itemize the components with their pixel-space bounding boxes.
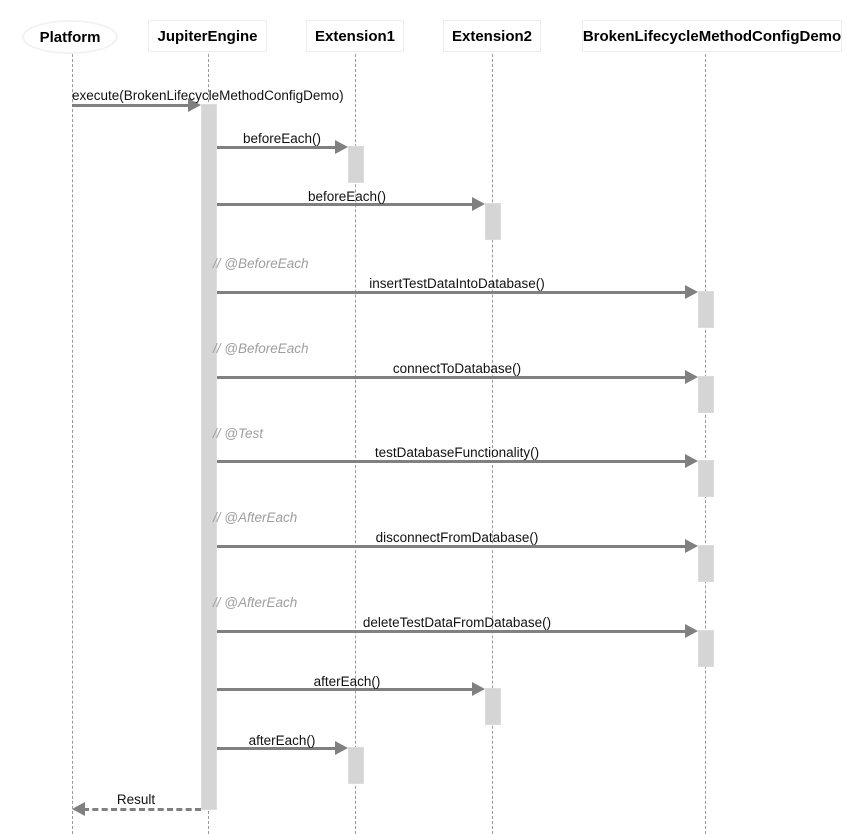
participant-ext1[interactable]: Extension1 — [306, 20, 404, 52]
lifeline-ext2 — [492, 54, 493, 834]
arrow-head-m6 — [685, 454, 698, 468]
note-n4: // @AfterEach — [213, 510, 298, 525]
message-label-m5: connectToDatabase() — [392, 361, 522, 376]
participant-label-platform: Platform — [39, 28, 101, 46]
participant-ext2[interactable]: Extension2 — [443, 20, 541, 52]
message-label-m3: beforeEach() — [307, 189, 387, 204]
activation-bar-ext1 — [348, 747, 364, 784]
arrow-head-m2 — [335, 140, 348, 154]
activation-bar-demo — [698, 460, 714, 497]
activation-bar-demo — [698, 630, 714, 667]
lifeline-ext1 — [355, 54, 356, 834]
arrow-head-m8 — [685, 624, 698, 638]
arrow-head-m5 — [685, 370, 698, 384]
message-line-m7 — [217, 545, 687, 548]
note-n5: // @AfterEach — [213, 595, 298, 610]
participant-label-jupiter: JupiterEngine — [157, 27, 258, 45]
arrow-head-m10 — [335, 741, 348, 755]
message-label-m9: afterEach() — [313, 674, 381, 689]
activation-bar-jupiter — [201, 104, 217, 810]
activation-bar-ext1 — [348, 146, 364, 183]
activation-bar-ext2 — [485, 688, 501, 725]
message-line-m6 — [217, 460, 687, 463]
arrow-head-m7 — [685, 539, 698, 553]
message-line-m8 — [217, 630, 687, 633]
arrow-head-m9 — [472, 682, 485, 696]
message-label-m6: testDatabaseFunctionality() — [374, 445, 540, 460]
message-label-m11: Result — [116, 792, 156, 807]
message-line-m10 — [217, 747, 337, 750]
arrow-head-m4 — [685, 285, 698, 299]
message-label-m8: deleteTestDataFromDatabase() — [362, 615, 552, 630]
participant-jupiter[interactable]: JupiterEngine — [148, 20, 267, 52]
activation-bar-demo — [698, 545, 714, 582]
note-n2: // @BeforeEach — [213, 341, 309, 356]
message-line-m2 — [217, 146, 337, 149]
activation-bar-demo — [698, 376, 714, 413]
note-n1: // @BeforeEach — [213, 256, 309, 271]
lifeline-demo — [705, 54, 706, 834]
participant-platform[interactable]: Platform — [22, 20, 118, 54]
message-line-m11 — [83, 808, 201, 811]
arrow-head-m1 — [188, 98, 201, 112]
message-label-m7: disconnectFromDatabase() — [375, 530, 539, 545]
message-line-m5 — [217, 376, 687, 379]
participant-label-ext2: Extension2 — [451, 27, 533, 45]
participant-label-demo: BrokenLifecycleMethodConfigDemo — [582, 27, 842, 45]
message-label-m4: insertTestDataIntoDatabase() — [369, 276, 545, 291]
arrow-head-m11 — [72, 802, 85, 816]
arrow-head-m3 — [472, 197, 485, 211]
message-line-m4 — [217, 291, 687, 294]
message-label-m2: beforeEach() — [242, 131, 322, 146]
message-label-m1: execute(BrokenLifecycleMethodConfigDemo) — [72, 88, 344, 103]
message-line-m3 — [217, 203, 474, 206]
lifeline-platform — [72, 54, 73, 834]
message-label-m10: afterEach() — [248, 733, 316, 748]
note-n3: // @Test — [213, 426, 263, 441]
participant-demo[interactable]: BrokenLifecycleMethodConfigDemo — [582, 20, 842, 52]
message-line-m9 — [217, 688, 474, 691]
message-line-m1 — [72, 104, 190, 107]
activation-bar-demo — [698, 291, 714, 328]
participant-label-ext1: Extension1 — [314, 27, 396, 45]
activation-bar-ext2 — [485, 203, 501, 240]
